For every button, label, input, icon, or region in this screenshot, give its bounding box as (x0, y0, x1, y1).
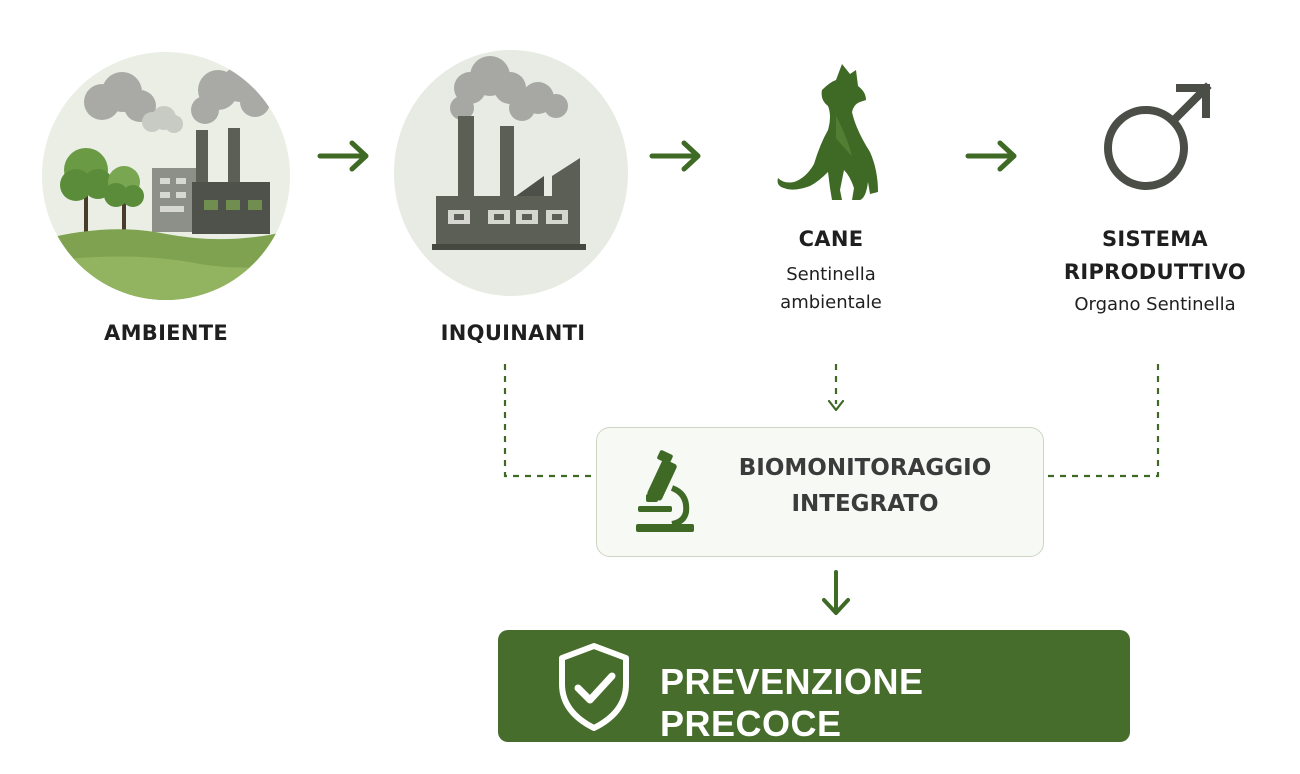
prevention-label: PREVENZIONE PRECOCE (660, 661, 924, 744)
pollution-factory-illustration (394, 50, 628, 296)
dog-icon (777, 64, 878, 200)
arrow-down-icon (827, 399, 845, 412)
node-title-cane: CANE (798, 227, 864, 251)
male-symbol-icon (1104, 82, 1212, 190)
node-subtitle-cane-line2: ambientale (780, 292, 882, 313)
environment-illustration (42, 52, 290, 300)
node-title-sistema-line1: SISTEMA (1102, 227, 1208, 251)
tree-icon (60, 148, 144, 236)
arrow-right-icon (965, 140, 1017, 172)
smoke-icon (450, 56, 568, 121)
shield-check-icon (559, 643, 629, 731)
microscope-icon (636, 450, 694, 532)
smoke-icon (84, 66, 270, 124)
node-title-ambiente: AMBIENTE (104, 321, 228, 345)
node-subtitle-sistema: Organo Sentinella (1074, 294, 1236, 315)
factory-icon (152, 128, 270, 234)
biomonitoring-box (596, 427, 1044, 557)
node-subtitle-cane-line1: Sentinella (786, 264, 876, 285)
node-title-inquinanti: INQUINANTI (440, 321, 586, 345)
biomonitoring-label: BIOMONITORAGGIO INTEGRATO (700, 450, 1030, 522)
connector-sistema (1046, 364, 1160, 478)
arrow-down-icon (822, 570, 850, 615)
connector-inquinanti (503, 364, 594, 478)
factory-icon (432, 116, 586, 250)
arrow-right-icon (317, 140, 369, 172)
biomonitoring-line2: INTEGRATO (791, 491, 939, 517)
node-title-sistema-line2: RIPRODUTTIVO (1063, 260, 1247, 284)
biomonitoring-line1: BIOMONITORAGGIO (738, 455, 992, 481)
arrow-right-icon (649, 140, 701, 172)
